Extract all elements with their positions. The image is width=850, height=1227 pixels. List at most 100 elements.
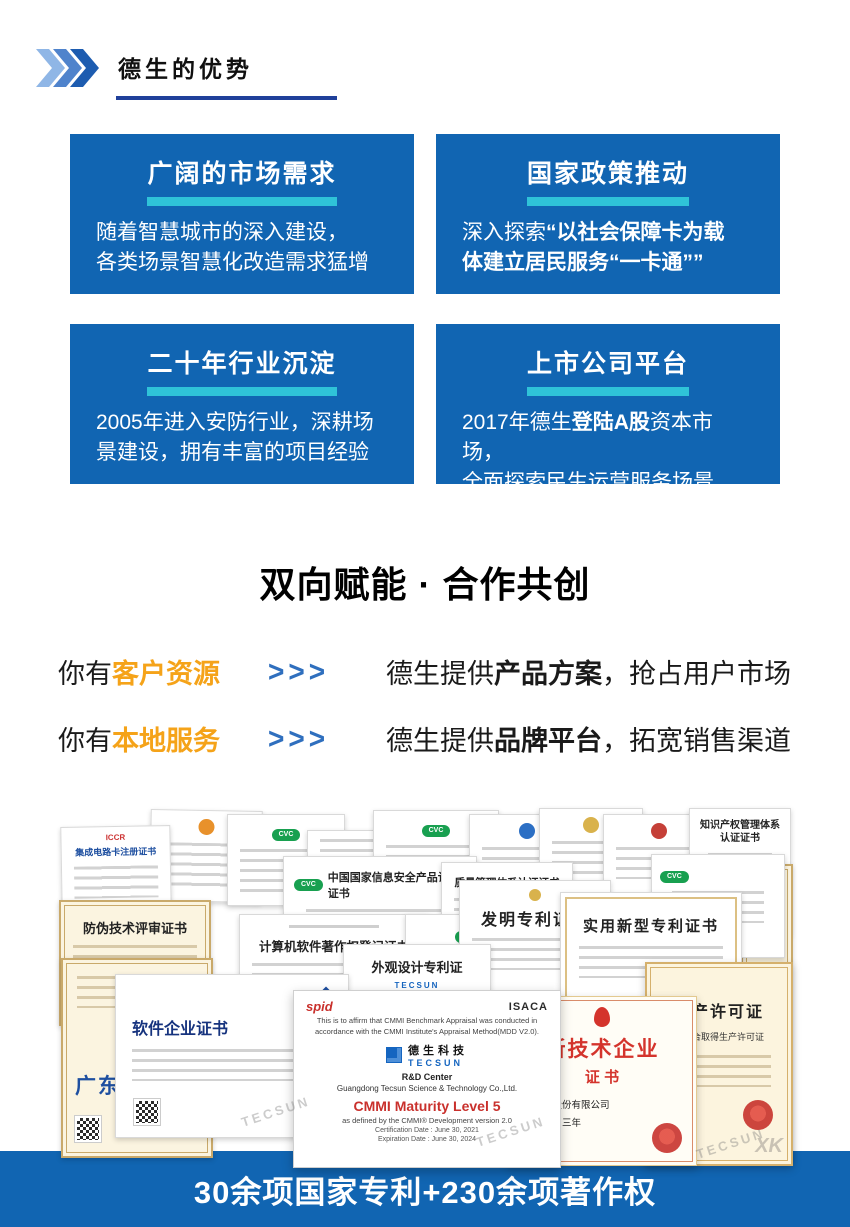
cert-logo bbox=[519, 823, 535, 839]
cmmi-expiration-date: Expiration Date : June 30, 2024 bbox=[377, 1136, 477, 1143]
card-text: 资本市场， 全面探索民生运营服务场景 bbox=[462, 411, 714, 494]
row-prefix: 你有 bbox=[58, 659, 112, 689]
cert-logo bbox=[651, 823, 667, 839]
card-title: 广阔的市场需求 bbox=[147, 160, 337, 188]
cvc-logo: CVC bbox=[294, 879, 323, 891]
title-accent-bar bbox=[526, 387, 689, 396]
card-header: 广阔的市场需求 bbox=[96, 154, 388, 206]
certificate-title: 广东 bbox=[75, 1075, 121, 1098]
card-text: 2017年德生 bbox=[462, 411, 572, 434]
qr-code bbox=[133, 1098, 161, 1126]
card-text-bold: 登陆A股 bbox=[571, 411, 650, 434]
qr-code bbox=[74, 1115, 102, 1143]
placeholder-text-lines bbox=[73, 865, 159, 899]
card-header: 国家政策推动 bbox=[462, 154, 754, 206]
isaca-logo: ISACA bbox=[508, 1000, 548, 1013]
cmmi-text-line: as defined by the CMMI® Development vers… bbox=[342, 1116, 512, 1125]
tecsun-brand: TECSUN bbox=[394, 981, 440, 990]
tecsun-logo-en: TECSUN bbox=[408, 1058, 464, 1068]
section-cooperation: 双向赋能 · 合作共创 你有客户资源 >>> 德生提供产品方案，抢占用户市场 你… bbox=[0, 556, 850, 758]
card-body: 深入探索“以社会保障卡为载 体建立居民服务“一卡通”” bbox=[462, 218, 754, 278]
certificate-title: 防伪技术评审证书 bbox=[82, 921, 187, 936]
advantage-card-listed-company: 上市公司平台 2017年德生登陆A股资本市场， 全面探索民生运营服务场景 bbox=[436, 324, 780, 494]
card-title: 国家政策推动 bbox=[526, 160, 689, 188]
footer-text: 30余项国家专利+230余项著作权 bbox=[193, 1174, 657, 1210]
title-accent-bar bbox=[147, 387, 337, 396]
cmmi-text-line: This is to affirm that CMMI Benchmark Ap… bbox=[316, 1016, 538, 1025]
cooperation-left: 你有客户资源 bbox=[58, 652, 268, 691]
card-body: 2017年德生登陆A股资本市场， 全面探索民生运营服务场景 bbox=[462, 408, 754, 497]
header-title-underline: 德生的优势 bbox=[116, 46, 337, 100]
tecsun-logo-mark bbox=[386, 1047, 402, 1063]
advantage-card-industry-experience: 二十年行业沉淀 2005年进入安防行业，深耕场 景建设，拥有丰富的项目经验 bbox=[70, 324, 414, 484]
card-body: 随着智慧城市的深入建设， 各类场景智慧化改造需求猛增 bbox=[96, 218, 388, 278]
certificate-title: 集成电路卡注册证书 bbox=[75, 846, 157, 858]
cmmi-certification-date: Certification Date : June 30, 2021 bbox=[375, 1127, 479, 1134]
spid-logo: spid bbox=[306, 999, 333, 1014]
certificate-title: 软件企业证书 bbox=[132, 1021, 229, 1038]
certificate-subtitle: 证 书 bbox=[584, 1069, 620, 1086]
row-text-bold: 产品方案 bbox=[494, 659, 602, 689]
red-seal bbox=[652, 1123, 682, 1153]
card-body: 2005年进入安防行业，深耕场 景建设，拥有丰富的项目经验 bbox=[96, 408, 388, 468]
card-title: 二十年行业沉淀 bbox=[147, 350, 337, 378]
row-prefix: 你有 bbox=[58, 726, 112, 756]
certificate-title: 实用新型专利证书 bbox=[582, 918, 719, 935]
cvc-logo: CVC bbox=[660, 871, 689, 883]
cooperation-right: 德生提供品牌平台，拓宽销售渠道 bbox=[386, 719, 792, 758]
advantage-card-national-policy: 国家政策推动 深入探索“以社会保障卡为载 体建立居民服务“一卡通”” bbox=[436, 134, 780, 294]
tecsun-logo-cn: 德生科技 bbox=[408, 1045, 468, 1057]
row-highlight: 客户资源 bbox=[112, 659, 220, 689]
arrows-icon: >>> bbox=[268, 654, 330, 688]
row-text-bold: 品牌平台 bbox=[494, 726, 602, 756]
certificate-title: 中国国家信息安全产品认证证书 bbox=[327, 872, 460, 900]
certificate-title: 知识产权管理体系认证证书 bbox=[700, 820, 780, 844]
cmmi-department: R&D Center bbox=[401, 1072, 453, 1082]
card-title: 上市公司平台 bbox=[526, 350, 689, 378]
iccr-logo: ICCR bbox=[105, 832, 126, 843]
certificates-collage: ICCR 集成电路卡注册证书 CVC CVC 知识产权管理体系认证证书 CVC … bbox=[55, 806, 795, 1172]
page-title: 德生的优势 bbox=[118, 56, 253, 82]
row-text: ，抢占用户市场 bbox=[602, 659, 791, 689]
cmmi-company: Guangdong Tecsun Science & Technology Co… bbox=[336, 1084, 518, 1093]
row-highlight: 本地服务 bbox=[112, 726, 220, 756]
card-header: 上市公司平台 bbox=[462, 344, 754, 396]
red-seal bbox=[743, 1100, 773, 1130]
cvc-logo: CVC bbox=[271, 829, 301, 841]
row-text: 德生提供 bbox=[386, 726, 494, 756]
flame-icon bbox=[594, 1007, 610, 1027]
title-accent-bar bbox=[147, 197, 337, 206]
tecsun-logo: 德生科技 TECSUN bbox=[306, 1042, 548, 1068]
cert-logo bbox=[198, 818, 215, 836]
chevrons-icon bbox=[36, 49, 99, 87]
cmmi-maturity-level: CMMI Maturity Level 5 bbox=[353, 1098, 501, 1114]
row-text: 德生提供 bbox=[386, 659, 494, 689]
certificate-company: 生科技股份有限公司 bbox=[524, 1100, 610, 1111]
certificate-title: 外观设计专利证 bbox=[371, 960, 463, 975]
cooperation-rows: 你有客户资源 >>> 德生提供产品方案，抢占用户市场 你有本地服务 >>> 德生… bbox=[58, 652, 792, 758]
cmmi-text-line: accordance with the CMMI Institute's App… bbox=[314, 1027, 540, 1036]
advantage-card-market-demand: 广阔的市场需求 随着智慧城市的深入建设， 各类场景智慧化改造需求猛增 bbox=[70, 134, 414, 294]
advantage-cards: 广阔的市场需求 随着智慧城市的深入建设， 各类场景智慧化改造需求猛增 国家政策推… bbox=[70, 134, 780, 494]
card-header: 二十年行业沉淀 bbox=[96, 344, 388, 396]
card-text-bold: “以社会保障卡为载 体建立居民服务“一卡通”” bbox=[462, 221, 725, 274]
cooperation-right: 德生提供产品方案，抢占用户市场 bbox=[386, 652, 792, 691]
cooperation-row-customers: 你有客户资源 >>> 德生提供产品方案，抢占用户市场 bbox=[58, 652, 792, 691]
row-text: ，拓宽销售渠道 bbox=[602, 726, 791, 756]
cvc-logo: CVC bbox=[421, 825, 451, 837]
license-mark: XK bbox=[755, 1135, 783, 1157]
cooperation-row-local-service: 你有本地服务 >>> 德生提供品牌平台，拓宽销售渠道 bbox=[58, 719, 792, 758]
title-accent-bar bbox=[526, 197, 689, 206]
cooperation-left: 你有本地服务 bbox=[58, 719, 268, 758]
arrows-icon: >>> bbox=[268, 721, 330, 755]
cooperation-title: 双向赋能 · 合作共创 bbox=[259, 564, 591, 605]
placeholder-header-line bbox=[289, 925, 379, 928]
certificate-subtitle: 品符合取得生产许可证 bbox=[673, 1032, 764, 1042]
card-text: 随着智慧城市的深入建设， 各类场景智慧化改造需求猛增 bbox=[96, 221, 369, 274]
certificate-cmmi: spid ISACA This is to affirm that CMMI B… bbox=[293, 990, 561, 1168]
cmmi-header: spid ISACA bbox=[306, 999, 548, 1014]
card-text: 深入探索 bbox=[462, 221, 546, 244]
cert-logo bbox=[583, 817, 599, 833]
section-header: 德生的优势 bbox=[0, 0, 850, 100]
